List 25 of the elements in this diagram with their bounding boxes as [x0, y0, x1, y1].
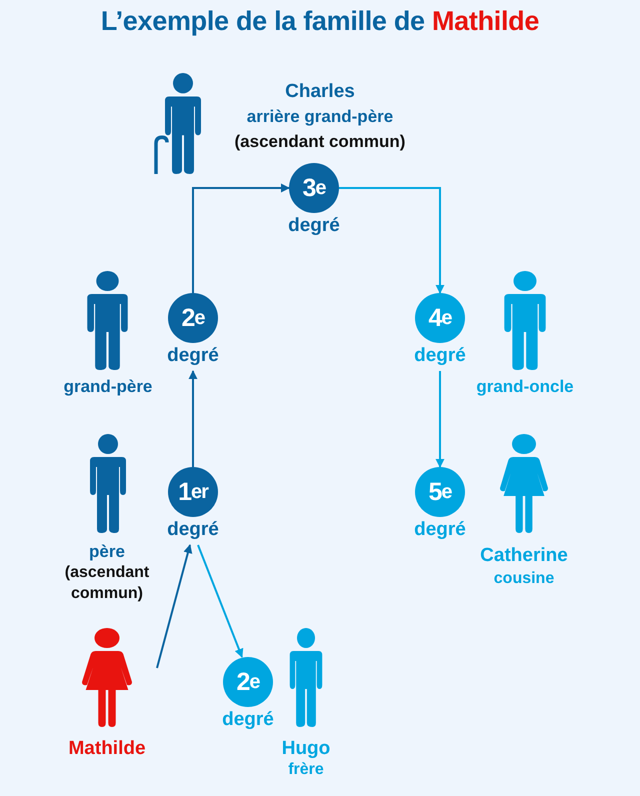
- arrow: [156, 544, 192, 668]
- degree-label: degré: [287, 215, 341, 237]
- relation-label: cousine: [492, 569, 556, 589]
- person-name: père: [88, 541, 126, 563]
- relation-label: (ascendant commun): [64, 563, 150, 604]
- relation-label: frère: [287, 760, 325, 780]
- degree-label: degré: [413, 345, 467, 367]
- relation-label: arrière grand-père: [246, 106, 394, 128]
- degree-label: degré: [221, 709, 275, 731]
- person-name: Catherine: [479, 544, 569, 568]
- arrow: [436, 371, 444, 468]
- relation-label: (ascendant commun): [234, 131, 406, 153]
- arrow: [197, 544, 244, 658]
- arrow: [192, 184, 290, 293]
- degree-label: degré: [166, 519, 220, 541]
- arrow: [188, 370, 198, 467]
- person-name: Mathilde: [67, 737, 147, 761]
- person-name: grand-oncle: [475, 376, 575, 398]
- person-name: grand-père: [62, 376, 154, 398]
- degree-label: degré: [166, 345, 220, 367]
- arrow: [339, 187, 444, 294]
- degree-label: degré: [413, 519, 467, 541]
- person-name: Charles: [284, 80, 356, 104]
- title: L’exemple de la famille de Mathilde: [100, 6, 540, 37]
- person-name: Hugo: [280, 737, 332, 761]
